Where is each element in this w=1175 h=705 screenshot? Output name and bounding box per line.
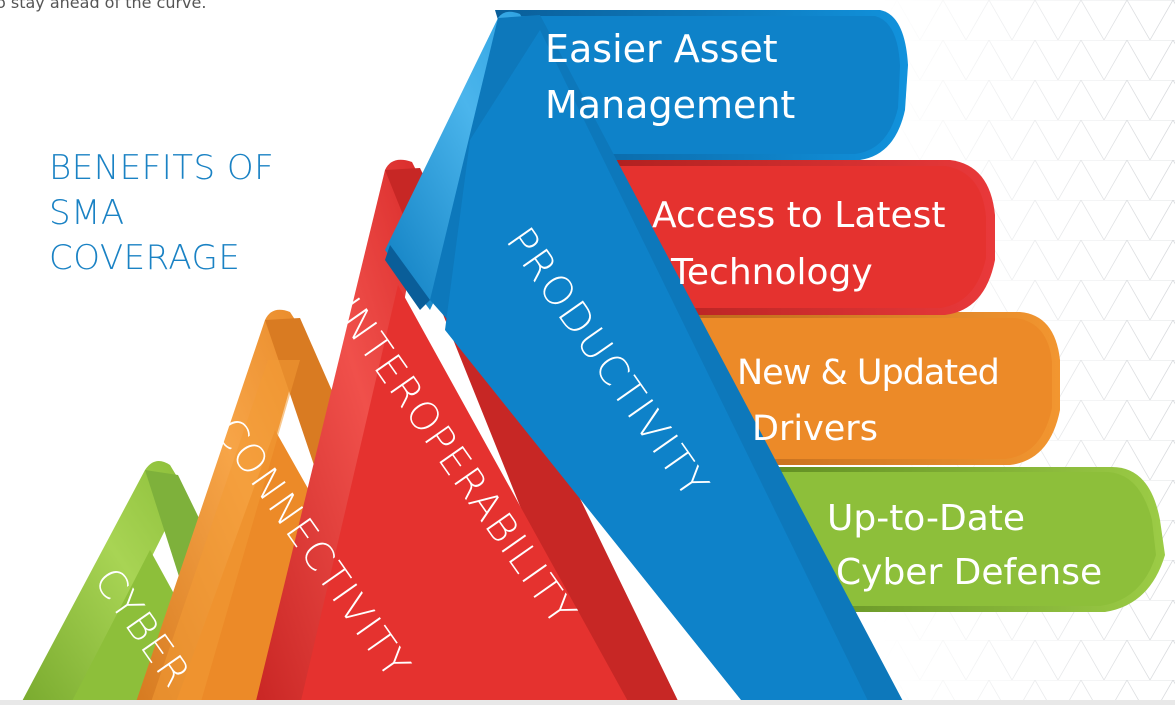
- banner-green-line1: Up-to-Date: [827, 498, 1025, 539]
- headline-line-3: COVERAGE: [49, 238, 241, 278]
- headline-line-2: SMA: [49, 193, 125, 233]
- banner-green-line2: Cyber Defense: [836, 552, 1102, 593]
- headline-line-1: BENEFITS OF: [49, 148, 275, 188]
- red-rising-band: [255, 159, 425, 705]
- intro-text: o stay ahead of the curve.: [0, 0, 207, 12]
- banner-red-line1: Access to Latest: [652, 195, 946, 236]
- banner-blue-line2: Management: [545, 83, 795, 127]
- banner-blue-line1: Easier Asset: [545, 27, 778, 71]
- green-rising-band: [20, 461, 185, 705]
- banner-red-line2: Technology: [670, 252, 873, 293]
- page-title: BENEFITS OF SMA COVERAGE: [49, 146, 379, 281]
- banner-orange-line1: New & Updated: [737, 353, 999, 393]
- productivity-ribbon: [385, 10, 908, 705]
- banner-orange-line2: Drivers: [752, 409, 878, 449]
- intro-text-fragment: o stay ahead of the curve.: [0, 0, 600, 18]
